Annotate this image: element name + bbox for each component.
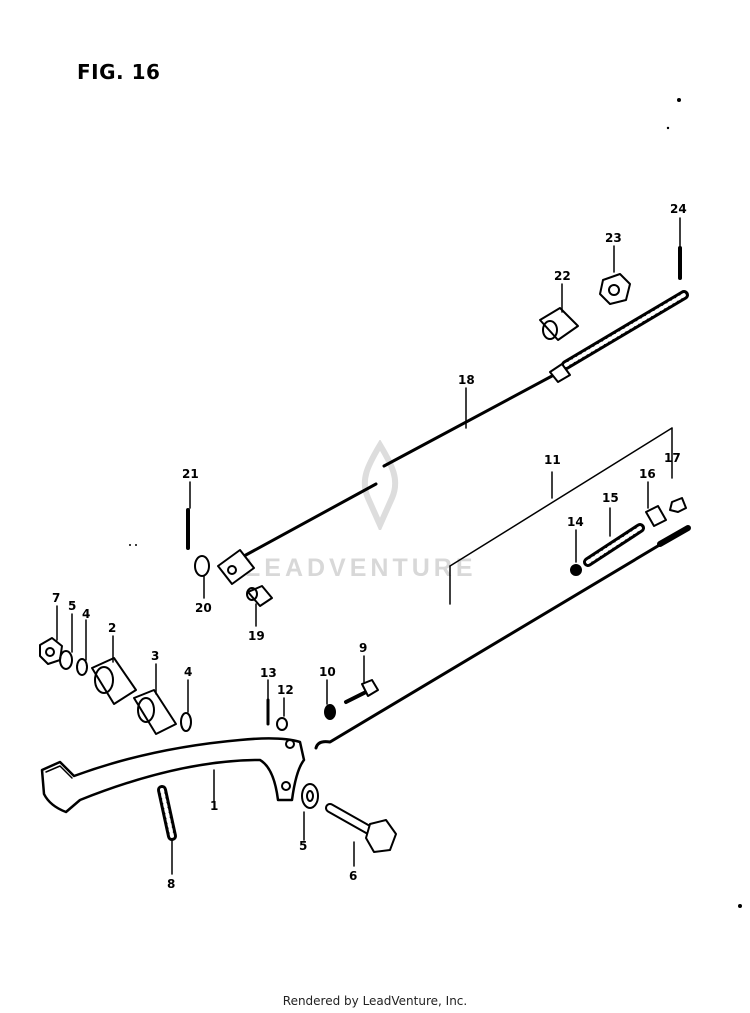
callout-20: 20 [195,601,212,615]
callout-8: 8 [167,877,175,891]
callout-14: 14 [567,515,584,529]
callout-22: 22 [554,269,571,283]
callout-15: 15 [602,491,619,505]
callout-21: 21 [182,467,199,481]
part-11-long-rod [314,525,691,750]
part-10-washer [324,704,336,720]
part-19-pin [246,585,273,607]
leader-lines [56,217,681,875]
callout-1: 1 [210,799,218,813]
part-6-pivot-bolt [325,803,397,853]
part-18-brake-rod [217,290,689,585]
callout-11: 11 [544,453,561,467]
callout-17: 17 [664,451,681,465]
part-3-bushing [133,689,177,735]
callout-18: 18 [458,373,475,387]
part-5-washer-lower [301,783,319,809]
callout-12: 12 [277,683,294,697]
footer-credit: Rendered by LeadVenture, Inc. [282,994,468,1008]
part-9-bolt [344,679,379,704]
figure-title: FIG. 16 [77,60,161,84]
part-22-sleeve [539,307,579,341]
callout-4-left: 4 [82,607,90,621]
part-14-washer [570,564,582,576]
part-1-brake-pedal [40,737,306,814]
callout-16: 16 [639,467,656,481]
callout-2: 2 [108,621,116,635]
part-15-spring [583,523,645,567]
callout-13: 13 [260,666,277,680]
part-5-washer-left [59,650,73,670]
part-2-bushing [91,657,137,705]
part-7-nut [39,637,63,665]
part-8-spring [157,785,177,841]
part-4-ring-left [76,658,88,676]
part-16-collar [645,505,667,527]
part-4-ring-right [180,712,192,732]
callout-5-lower: 5 [299,839,307,853]
watermark-text: LEADVENTURE [245,554,477,582]
callout-5-upper: 5 [68,599,76,613]
callout-23: 23 [605,231,622,245]
callout-7: 7 [52,591,60,605]
part-23-nut [599,273,631,305]
callout-10: 10 [319,665,336,679]
part-12-washer [276,717,288,731]
callout-6: 6 [349,869,357,883]
part-11-leader-bracket [449,427,673,605]
callout-3: 3 [151,649,159,663]
callout-4-right: 4 [184,665,192,679]
callout-9: 9 [359,641,367,655]
callout-19: 19 [248,629,265,643]
part-20-washer [194,555,210,577]
scan-specks [129,98,742,908]
callout-24: 24 [670,202,687,216]
part-17-nut [669,497,687,513]
